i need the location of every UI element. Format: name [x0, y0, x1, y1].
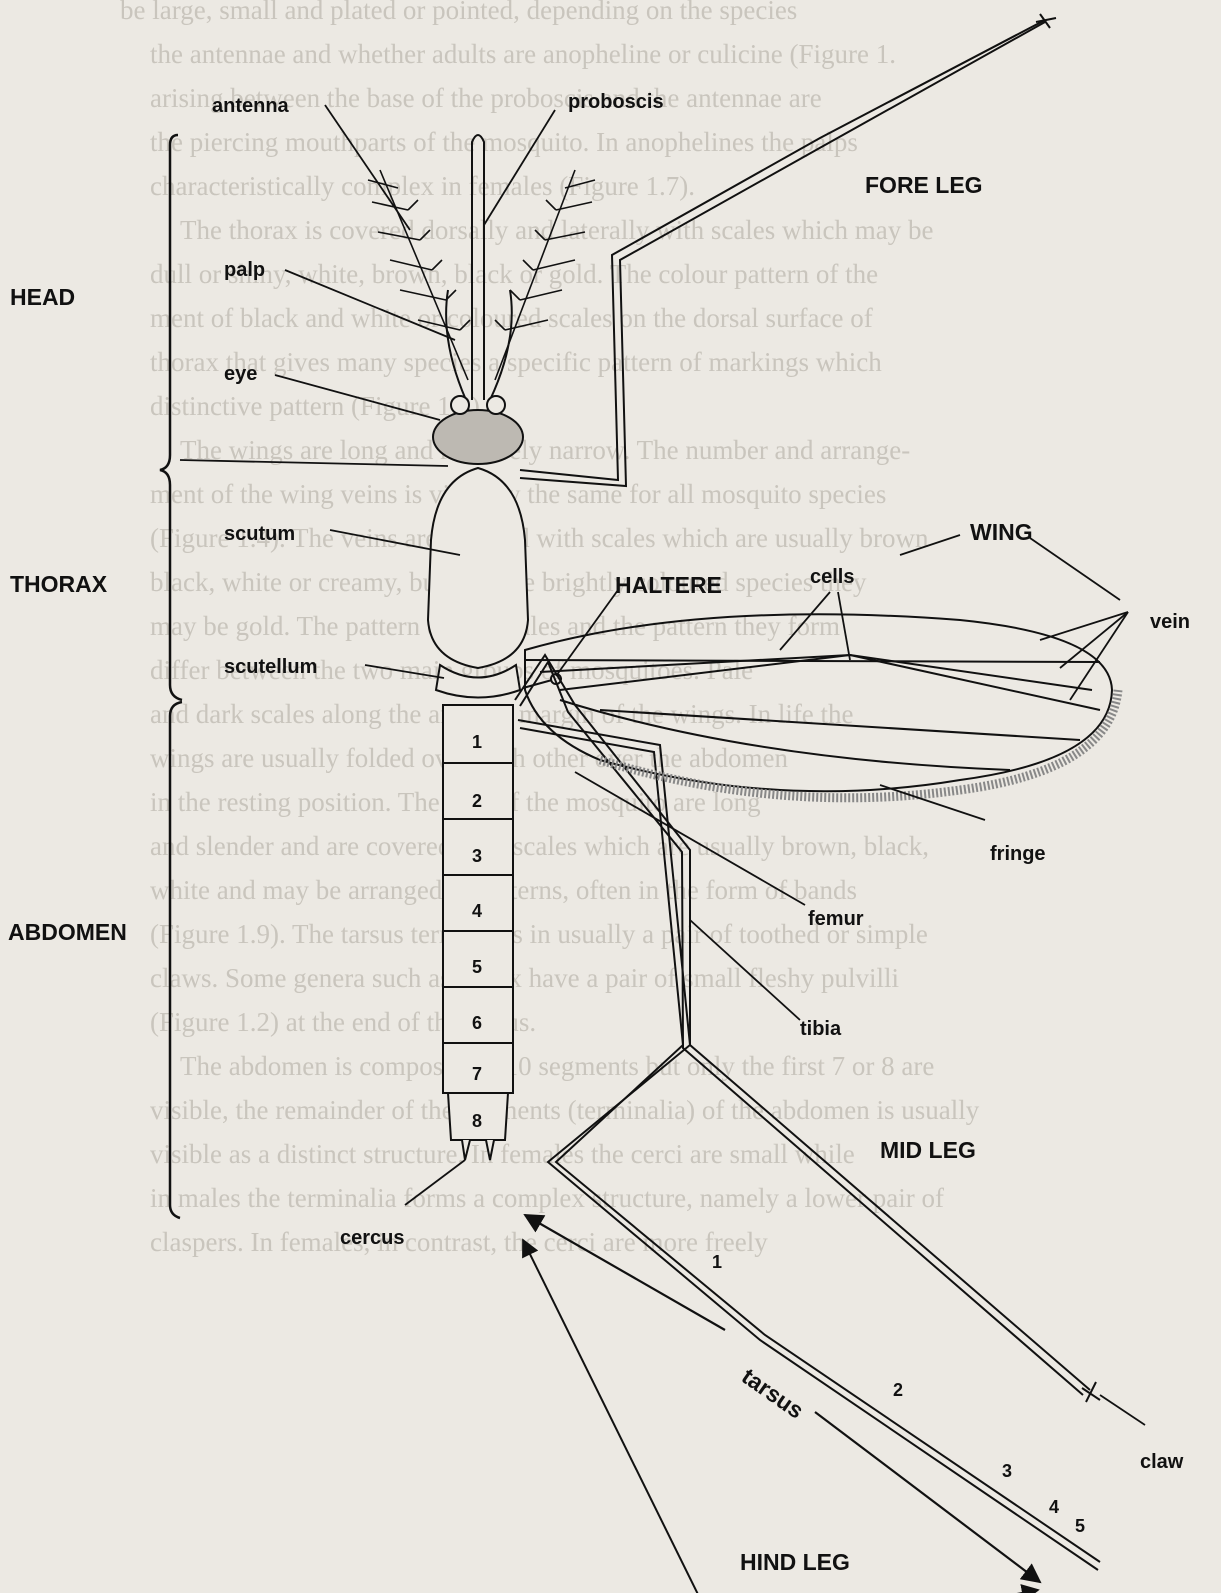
label-scutum: scutum	[224, 523, 295, 545]
thorax	[428, 468, 528, 698]
label-tarsus: tarsus	[737, 1363, 808, 1424]
label-thorax: THORAX	[10, 571, 108, 597]
abdomen-segment-number: 2	[472, 791, 482, 811]
label-wing: WING	[970, 519, 1033, 545]
tarsus-arrow	[523, 1240, 1038, 1593]
wing	[525, 614, 1118, 798]
tibia-pointer	[690, 920, 800, 1020]
tarsus-segment-number: 3	[1002, 1461, 1012, 1481]
label-abdomen: ABDOMEN	[8, 919, 127, 945]
label-fringe: fringe	[990, 843, 1046, 865]
abdomen-brace	[170, 702, 182, 1218]
cells-pointer-1	[780, 592, 830, 650]
abdomen-segment-number: 4	[472, 901, 482, 921]
label-proboscis: proboscis	[568, 91, 664, 113]
haltere-pointer	[556, 590, 618, 676]
tarsus-segment-number: 4	[1049, 1497, 1059, 1517]
abdomen-segment-number: 6	[472, 1013, 482, 1033]
label-mid-leg: MID LEG	[880, 1137, 976, 1163]
vein-pointer-1	[1040, 612, 1128, 640]
abdomen	[443, 705, 513, 1160]
scutellum-pointer	[365, 665, 444, 678]
tarsus-segment-number: 2	[893, 1380, 903, 1400]
label-antenna: antenna	[212, 95, 290, 117]
abdomen-segment-number: 7	[472, 1064, 482, 1084]
label-femur: femur	[808, 908, 864, 930]
tarsus-arrow-left	[525, 1215, 725, 1330]
eye-pointer	[275, 375, 440, 420]
label-claw: claw	[1140, 1451, 1184, 1473]
label-cells: cells	[810, 566, 854, 588]
fore-leg	[520, 14, 1056, 486]
abdomen-segment-number: 5	[472, 957, 482, 977]
abdomen-segment-number: 1	[472, 732, 482, 752]
cercus-pointer	[405, 1160, 465, 1205]
thorax-brace	[170, 485, 182, 700]
cells-pointer-2	[838, 592, 850, 660]
vein-line	[1030, 538, 1120, 600]
proboscis-pointer	[484, 110, 555, 225]
label-vein: vein	[1150, 611, 1190, 633]
vein-pointer-3	[1070, 612, 1128, 700]
abdomen-segment-number: 8	[472, 1111, 482, 1131]
label-eye: eye	[224, 363, 257, 385]
label-tibia: tibia	[800, 1018, 842, 1040]
tarsus-arrow-upper	[523, 1240, 723, 1593]
label-haltere: HALTERE	[615, 572, 722, 598]
wing-pointer	[900, 535, 960, 555]
claw-pointer	[1100, 1395, 1145, 1425]
antennae	[368, 170, 595, 380]
head	[433, 396, 523, 464]
head-brace	[160, 135, 178, 485]
vein-pointer-2	[1060, 612, 1128, 668]
label-scutellum: scutellum	[224, 656, 317, 678]
label-cercus: cercus	[340, 1227, 405, 1249]
label-palp: palp	[224, 259, 265, 281]
tarsus-segment-number: 1	[712, 1252, 722, 1272]
tarsus-segment-number: 5	[1075, 1516, 1085, 1536]
abdomen-segment-number: 3	[472, 846, 482, 866]
head-thorax-pointer	[180, 460, 448, 466]
label-head: HEAD	[10, 284, 75, 310]
region-braces	[160, 135, 182, 1218]
antenna-pointer	[325, 105, 410, 230]
label-hind-leg: HIND LEG	[740, 1549, 850, 1575]
label-fore-leg: FORE LEG	[865, 172, 983, 198]
palp-pointer	[285, 270, 455, 340]
